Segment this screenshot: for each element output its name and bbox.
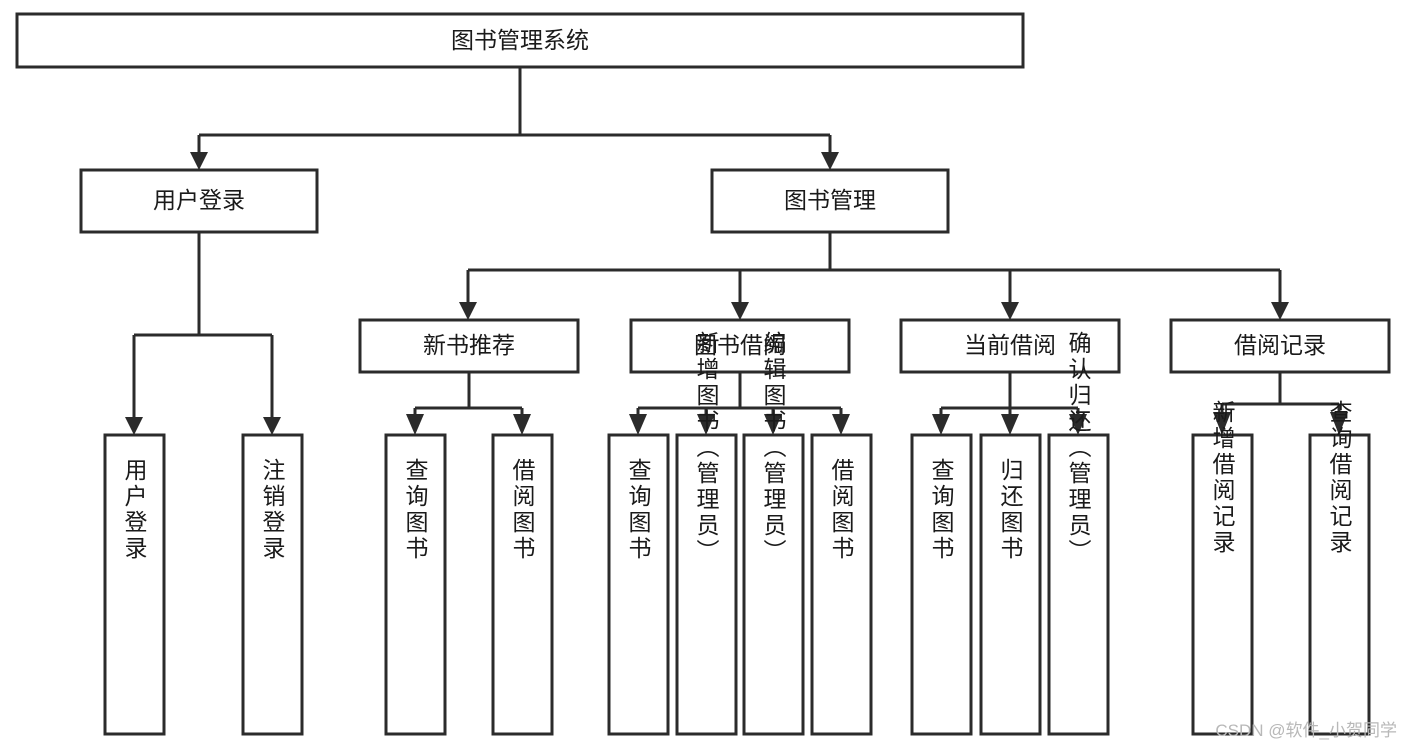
arrow-new-book-leaf1 [406, 414, 424, 435]
node-book-borrow-label: 图书借阅 [694, 332, 786, 358]
leaf-user-login-logout-box[interactable] [241, 433, 304, 736]
leaf-borrow-record-query-label: 查询借阅记录 [1326, 400, 1353, 556]
leaf-current-borrow-confirm-box[interactable] [1047, 433, 1110, 736]
arrow-current-borrow-leaf2 [1001, 414, 1019, 435]
leaf-book-borrow-edit-label: 编辑图书（管理员） [760, 331, 787, 565]
leaf-new-book-query-box[interactable] [384, 433, 447, 736]
leaf-book-borrow-query-label: 查询图书 [625, 458, 652, 562]
node-root-system[interactable]: 图书管理系统 [15, 12, 1025, 69]
arrow-borrow-record-leaf2 [1330, 412, 1348, 435]
node-borrow-record[interactable]: 借阅记录 [1169, 318, 1391, 374]
arrow-current-borrow-leaf1 [932, 414, 950, 435]
leaf-user-login-logout-label: 注销登录 [259, 458, 286, 562]
csdn-watermark: CSDN @软件_小贺同学 [1215, 721, 1397, 740]
node-book-management-box[interactable] [710, 168, 950, 234]
leaf-book-borrow-borrow[interactable]: 借阅图书 [810, 433, 873, 736]
leaf-borrow-record-add-label: 新增借阅记录 [1209, 400, 1236, 556]
arrow-to-current-borrow [1001, 302, 1019, 320]
node-user-login-label: 用户登录 [153, 187, 245, 213]
node-root-system-box[interactable] [15, 12, 1025, 69]
leaf-current-borrow-confirm-label: 确认归还（管理员） [1065, 331, 1092, 565]
arrow-to-new-book [459, 302, 477, 320]
node-current-borrow[interactable]: 当前借阅 [899, 318, 1121, 374]
arrow-to-book-manage [821, 152, 839, 170]
leaf-book-borrow-edit[interactable]: 编辑图书（管理员） [742, 331, 805, 736]
node-book-borrow[interactable]: 图书借阅 [629, 318, 851, 374]
leaf-user-login-login-label: 用户登录 [121, 458, 148, 562]
node-borrow-record-label: 借阅记录 [1234, 332, 1326, 358]
leaf-current-borrow-query[interactable]: 查询图书 [910, 433, 973, 736]
leaf-user-login-login-box[interactable] [103, 433, 166, 736]
node-new-book-recommend-box[interactable] [358, 318, 580, 374]
leaf-book-borrow-add-box[interactable] [675, 433, 738, 736]
leaf-borrow-record-add[interactable]: 新增借阅记录 [1191, 400, 1254, 736]
leaf-borrow-record-query[interactable]: 查询借阅记录 [1308, 400, 1371, 736]
arrow-borrow-record-leaf1 [1213, 412, 1231, 435]
node-root-system-label: 图书管理系统 [451, 27, 589, 53]
arrow-book-borrow-leaf2 [697, 414, 715, 435]
leaf-current-borrow-confirm[interactable]: 确认归还（管理员） [1047, 331, 1110, 736]
leaf-user-login-logout[interactable]: 注销登录 [241, 433, 304, 736]
edge-layer [125, 67, 1348, 435]
arrow-to-user-login [190, 152, 208, 170]
leaf-current-borrow-query-label: 查询图书 [928, 458, 955, 562]
node-current-borrow-label: 当前借阅 [964, 332, 1056, 358]
node-new-book-recommend[interactable]: 新书推荐 [358, 318, 580, 374]
node-borrow-record-box[interactable] [1169, 318, 1391, 374]
leaf-current-borrow-return[interactable]: 归还图书 [979, 433, 1042, 736]
node-book-management[interactable]: 图书管理 [710, 168, 950, 234]
leaf-current-borrow-return-label: 归还图书 [997, 458, 1024, 562]
leaf-new-book-query[interactable]: 查询图书 [384, 433, 447, 736]
leaf-book-borrow-add-label: 新增图书（管理员） [693, 331, 720, 565]
arrow-user-login-leaf2 [263, 417, 281, 435]
node-new-book-recommend-label: 新书推荐 [423, 332, 515, 358]
leaf-user-login-login[interactable]: 用户登录 [103, 433, 166, 736]
node-book-management-label: 图书管理 [784, 187, 876, 213]
arrow-book-borrow-leaf4 [832, 414, 850, 435]
leaf-book-borrow-borrow-label: 借阅图书 [828, 458, 855, 562]
leaf-book-borrow-add[interactable]: 新增图书（管理员） [675, 331, 738, 736]
node-user-login[interactable]: 用户登录 [79, 168, 319, 234]
leaf-borrow-record-query-box[interactable] [1308, 433, 1371, 736]
arrow-user-login-leaf1 [125, 417, 143, 435]
leaf-new-book-borrow-label: 借阅图书 [509, 458, 536, 562]
arrow-to-book-borrow [731, 302, 749, 320]
leaf-book-borrow-edit-box[interactable] [742, 433, 805, 736]
leaf-book-borrow-borrow-box[interactable] [810, 433, 873, 736]
leaf-current-borrow-query-box[interactable] [910, 433, 973, 736]
arrow-book-borrow-leaf1 [629, 414, 647, 435]
leaf-new-book-borrow-box[interactable] [491, 433, 554, 736]
leaf-new-book-borrow[interactable]: 借阅图书 [491, 433, 554, 736]
leaf-current-borrow-return-box[interactable] [979, 433, 1042, 736]
node-book-borrow-box[interactable] [629, 318, 851, 374]
arrow-new-book-leaf2 [513, 414, 531, 435]
node-user-login-box[interactable] [79, 168, 319, 234]
arrow-book-borrow-leaf3 [764, 414, 782, 435]
leaf-book-borrow-query[interactable]: 查询图书 [607, 433, 670, 736]
leaf-book-borrow-query-box[interactable] [607, 433, 670, 736]
arrow-to-borrow-record [1271, 302, 1289, 320]
arrow-current-borrow-leaf3 [1069, 414, 1087, 435]
leaf-borrow-record-add-box[interactable] [1191, 433, 1254, 736]
leaf-new-book-query-label: 查询图书 [402, 458, 429, 562]
node-current-borrow-box[interactable] [899, 318, 1121, 374]
